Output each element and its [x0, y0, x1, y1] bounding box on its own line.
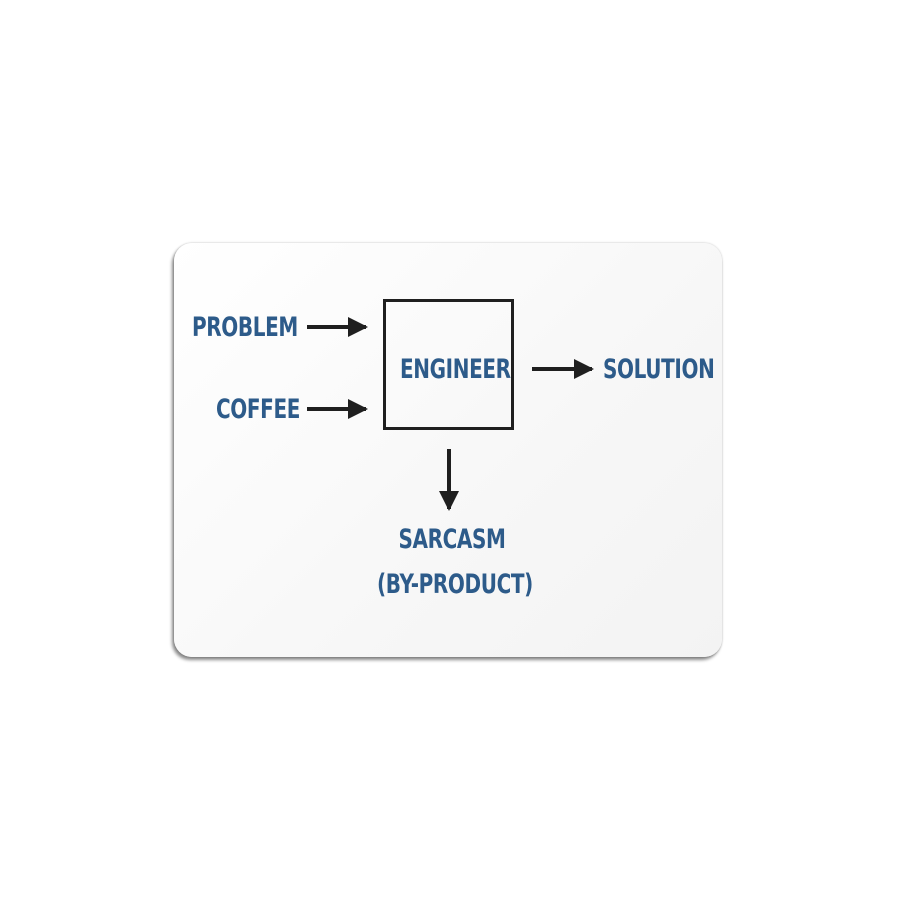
engineer-box [383, 299, 514, 430]
input-problem-label: PROBLEM [192, 312, 298, 343]
input-coffee-label: COFFEE [216, 394, 301, 425]
byproduct-sarcasm-label: SARCASM [398, 524, 506, 555]
engineer-label: ENGINEER [400, 354, 511, 385]
byproduct-note-label: (BY-PRODUCT) [377, 569, 533, 600]
output-solution-label: SOLUTION [603, 354, 715, 385]
